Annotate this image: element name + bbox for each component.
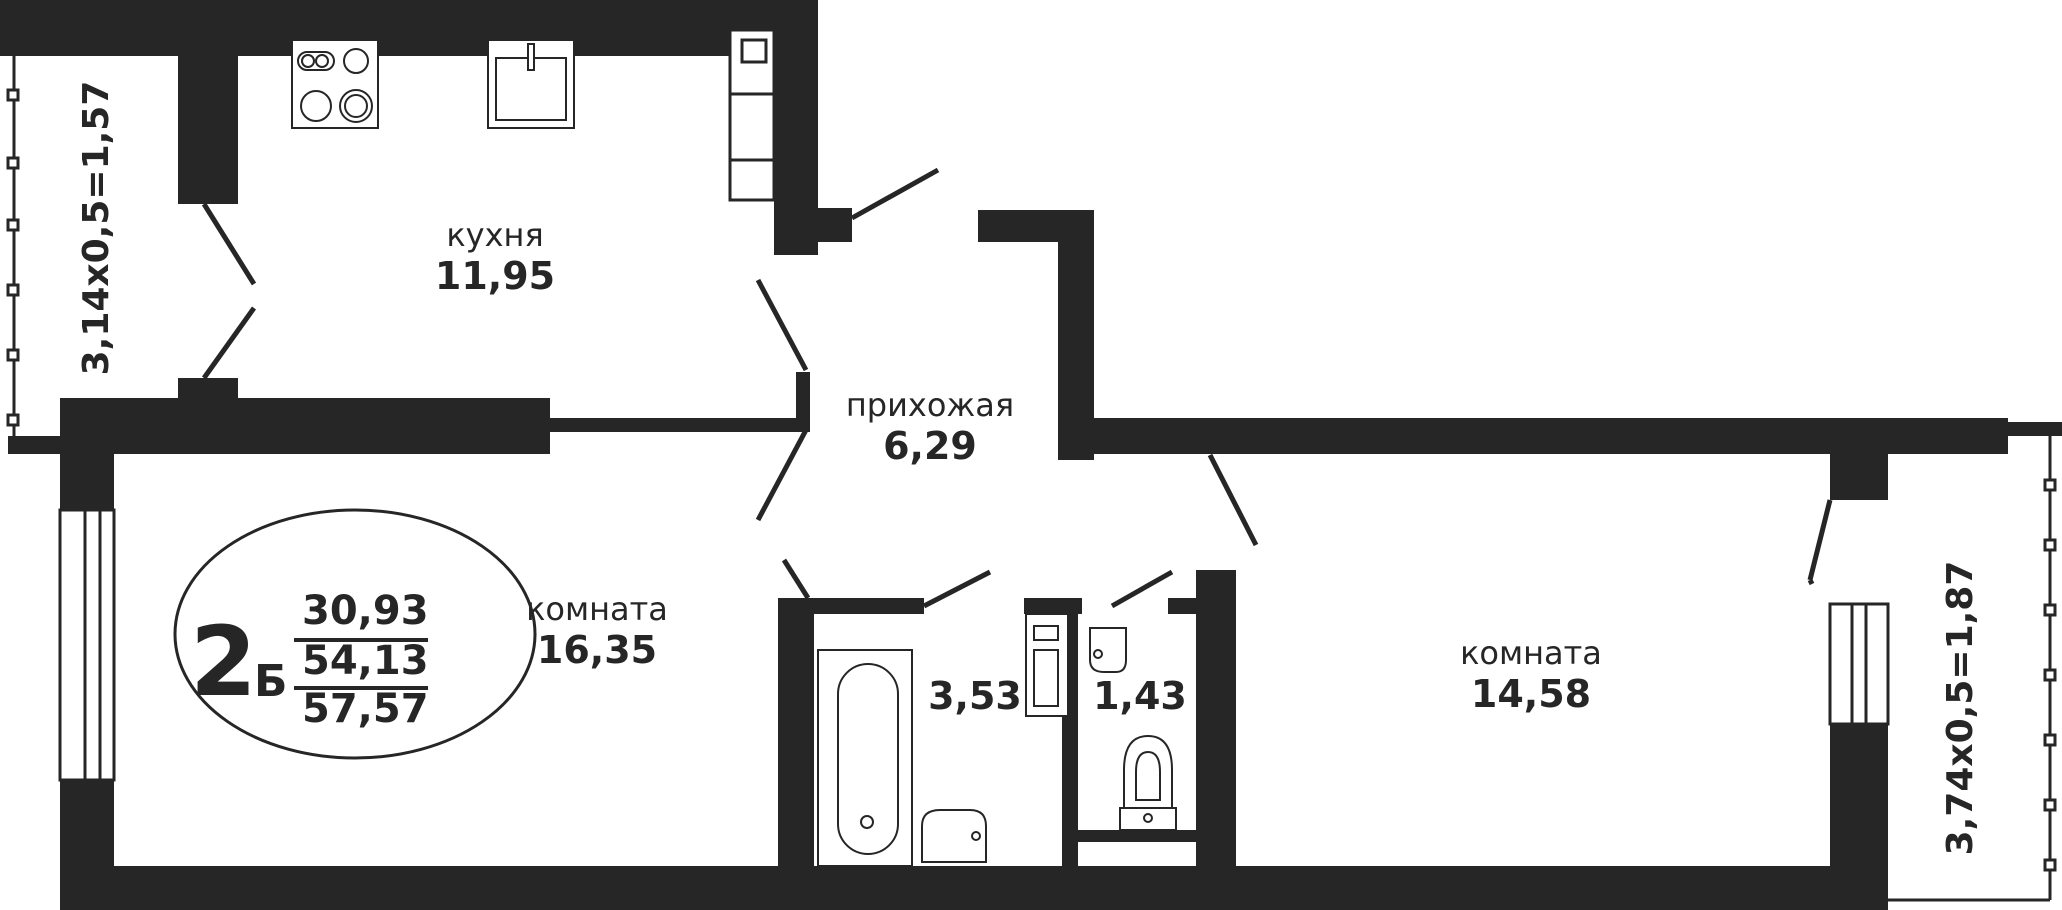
balcony-right: [1888, 436, 2057, 902]
balcony-left-label: 3,14x0,5=1,57: [76, 80, 117, 376]
doors: [201, 167, 1833, 609]
kitchen-sink-icon: [487, 39, 575, 129]
room-left-name: комната: [526, 590, 668, 628]
badge-type: Б: [254, 656, 288, 707]
kitchen-name: кухня: [446, 216, 544, 254]
room-right-name: комната: [1460, 634, 1602, 672]
badge-total-area: 54,13: [302, 638, 429, 684]
bathroom-sink-icon: [921, 809, 987, 863]
badge-rooms: 2: [190, 606, 257, 718]
kitchen-area: 11,95: [434, 254, 556, 298]
bathtub-icon: [817, 649, 913, 867]
kitchen-stove-icon: [291, 39, 379, 129]
toilet-sink-icon: [1089, 627, 1127, 673]
room-left-label: комната 16,35: [512, 590, 682, 672]
balcony-right-label: 3,74x0,5=1,87: [1940, 560, 1981, 856]
room-right-area: 14,58: [1470, 672, 1592, 716]
room-right-label: комната 14,58: [1446, 634, 1616, 716]
badge-total-with-balcony: 57,57: [302, 686, 429, 732]
bathroom-area: 3,53: [928, 674, 1022, 718]
windows: [58, 28, 1890, 782]
room-left-area: 16,35: [536, 628, 658, 672]
hallway-label: прихожая 6,29: [830, 386, 1030, 468]
balcony-left: [6, 56, 20, 436]
washing-machine-icon: [1025, 613, 1069, 717]
apartment-badge-outline: [173, 508, 537, 760]
toilet-icon: [1119, 734, 1177, 831]
hallway-area: 6,29: [883, 424, 977, 468]
badge-living-area: 30,93: [302, 588, 429, 634]
toilet-area: 1,43: [1093, 674, 1187, 718]
kitchen-label: кухня 11,95: [420, 216, 570, 298]
hallway-name: прихожая: [845, 386, 1015, 424]
